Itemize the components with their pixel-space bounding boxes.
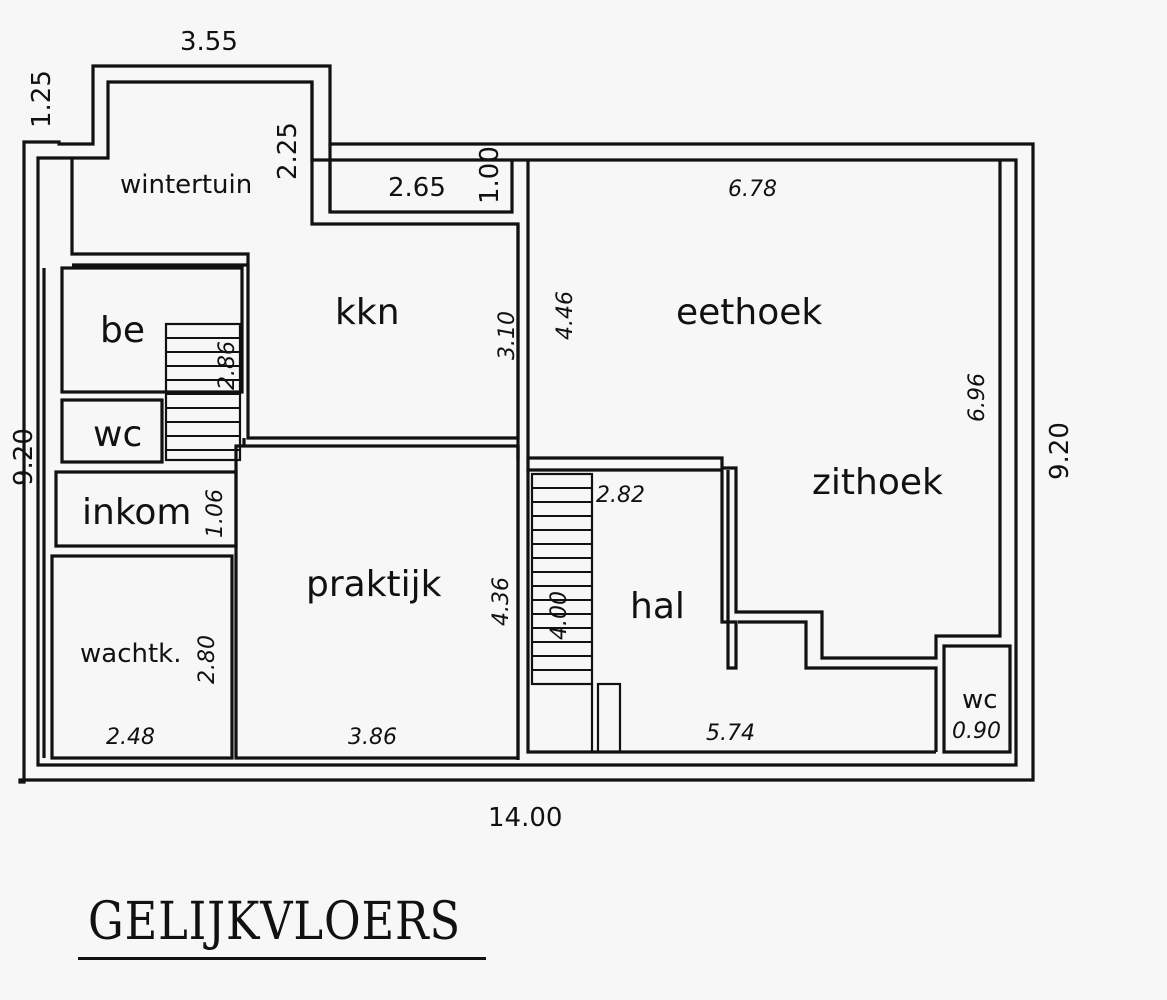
dim-inkom-height: 1.06 [203,489,228,538]
eethoek-wall-inner [526,458,738,670]
wc-right-box [942,644,1012,754]
room-label-hal: hal [630,586,685,627]
dim-hal-width: 5.74 [706,721,755,746]
room-label-praktijk: praktijk [306,564,442,605]
dim-eethoek-left-height: 4.46 [553,291,578,340]
dim-praktijk-height: 4.36 [489,577,514,626]
dim-wintertuin-height: 2.25 [273,122,303,180]
dim-terrace-width: 2.65 [388,173,446,203]
room-label-inkom: inkom [82,492,191,533]
room-label-zithoek: zithoek [812,462,943,503]
dim-kkn-height: 3.10 [495,311,520,360]
dim-total-width: 14.00 [488,803,562,833]
title-underline [78,957,486,960]
floor-title: GELIJKVLOERS [88,892,461,952]
eethoek-wall [526,160,1002,660]
room-label-kkn: kkn [335,292,400,333]
room-label-wintertuin: wintertuin [120,170,252,200]
room-label-wc-right: wc [962,685,998,715]
wintertuin-wall [70,158,250,267]
dim-top-left-height: 1.25 [27,70,57,128]
dim-wachtk-height: 2.80 [195,635,220,684]
dim-wc-right-width: 0.90 [952,719,1001,744]
dim-hal-stair-height: 4.00 [547,591,572,640]
be-box [60,266,244,394]
zithoek-step [738,620,938,752]
stair-left [164,322,242,462]
room-label-be: be [100,310,145,351]
dim-praktijk-width: 3.86 [348,725,397,750]
dim-wachtk-width: 2.48 [106,725,155,750]
wachtk-box [50,554,234,760]
dim-eethoek-width: 6.78 [728,177,777,202]
dim-left-total-height: 9.20 [9,428,39,486]
room-label-wachtk: wachtk. [80,639,182,669]
hal-wall [526,470,936,754]
dim-right-total-height: 9.20 [1045,422,1075,480]
dim-top-width: 3.55 [180,27,238,57]
room-label-eethoek: eethoek [676,292,822,333]
dim-eethoek-right-height: 6.96 [965,373,990,422]
stair-hal [530,472,622,754]
wc-left-box [60,398,164,464]
dim-terrace-depth: 1.00 [475,146,505,204]
dim-hal-stair-width: 2.82 [596,483,645,508]
room-label-wc-left: wc [93,414,142,455]
dim-stair-left-height: 2.86 [215,341,240,390]
